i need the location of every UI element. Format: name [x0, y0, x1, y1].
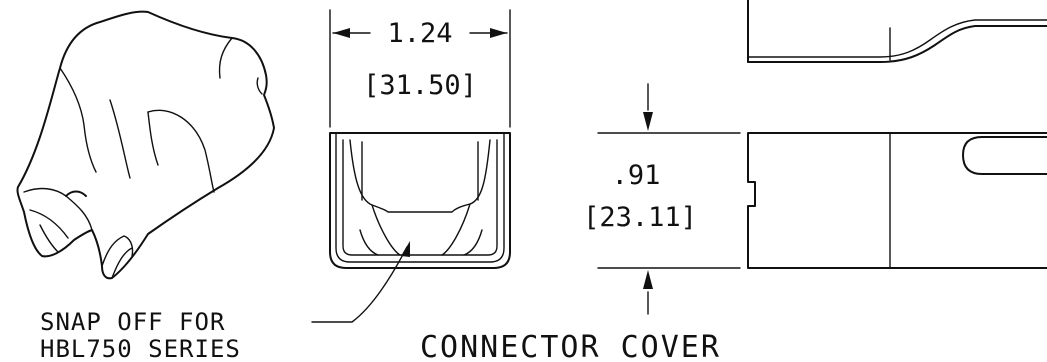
- note-line-1: SNAP OFF FOR: [40, 308, 225, 336]
- snap-off-note: SNAP OFF FOR HBL750 SERIES: [40, 241, 410, 362]
- end-view: 1.24 [31.50]: [329, 9, 511, 269]
- side-view-top: [747, 0, 1047, 63]
- width-dim-inches: 1.24: [387, 18, 452, 49]
- width-dim-millimeters: [31.50]: [363, 70, 477, 101]
- isometric-view: [16, 10, 275, 280]
- side-view-bottom: .91 [23.11]: [583, 83, 1047, 315]
- drawing-title: CONNECTOR COVER: [420, 330, 721, 362]
- note-line-2: HBL750 SERIES: [40, 335, 241, 362]
- height-dim-inches: .91: [612, 160, 661, 191]
- height-dim-millimeters: [23.11]: [583, 202, 697, 233]
